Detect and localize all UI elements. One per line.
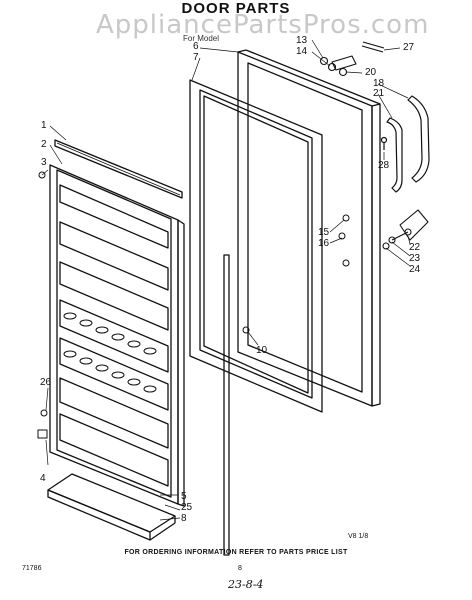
code-right: V8 1/8 [348,533,369,540]
callout-3: 3 [41,157,47,168]
vertical-seal-strip [223,254,230,556]
page-mark: 8 [238,565,242,572]
callout-13: 13 [296,35,308,46]
callout-20: 20 [365,67,377,78]
watermark: AppliancePartsPros.com [96,10,430,40]
liner-fasteners [37,171,48,439]
callout-5: 5 [181,491,187,502]
callout-15: 15 [318,227,330,238]
callout-6: 6 [193,41,199,52]
callout-2: 2 [41,139,47,150]
callout-22: 22 [409,242,421,253]
ordering-note: FOR ORDERING INFORMATION REFER TO PARTS … [124,549,348,556]
callout-28: 28 [378,160,390,171]
callout-14: 14 [296,46,308,57]
upper-hinge [319,41,385,77]
callout-27: 27 [403,42,415,53]
page-title: DOOR PARTS [181,0,291,17]
drawing-code: 71786 [22,565,42,572]
callout-23: 23 [409,253,421,264]
bottom-panel [47,473,176,541]
leader-lines [41,39,411,521]
callout-21: 21 [373,88,385,99]
door-liner [49,164,185,507]
lower-hinge [382,209,429,250]
model-label: For Model [183,34,220,43]
panel-fasteners [242,214,350,334]
liner-racks [63,312,157,393]
callout-24: 24 [409,264,421,275]
callout-26: 26 [40,377,52,388]
callout-10: 10 [256,345,268,356]
callout-1: 1 [41,120,47,131]
door-handle [380,95,430,193]
callout-8: 8 [181,513,187,524]
callout-4: 4 [40,473,46,484]
callout-7: 7 [193,52,199,63]
door-gasket [189,79,323,413]
outer-door-panel [237,49,381,407]
top-breaker-strip [54,139,183,199]
callout-16: 16 [318,238,330,249]
handwritten-date: 23-8-4 [228,578,264,591]
callout-25: 25 [181,502,193,513]
callout-18: 18 [373,78,385,89]
